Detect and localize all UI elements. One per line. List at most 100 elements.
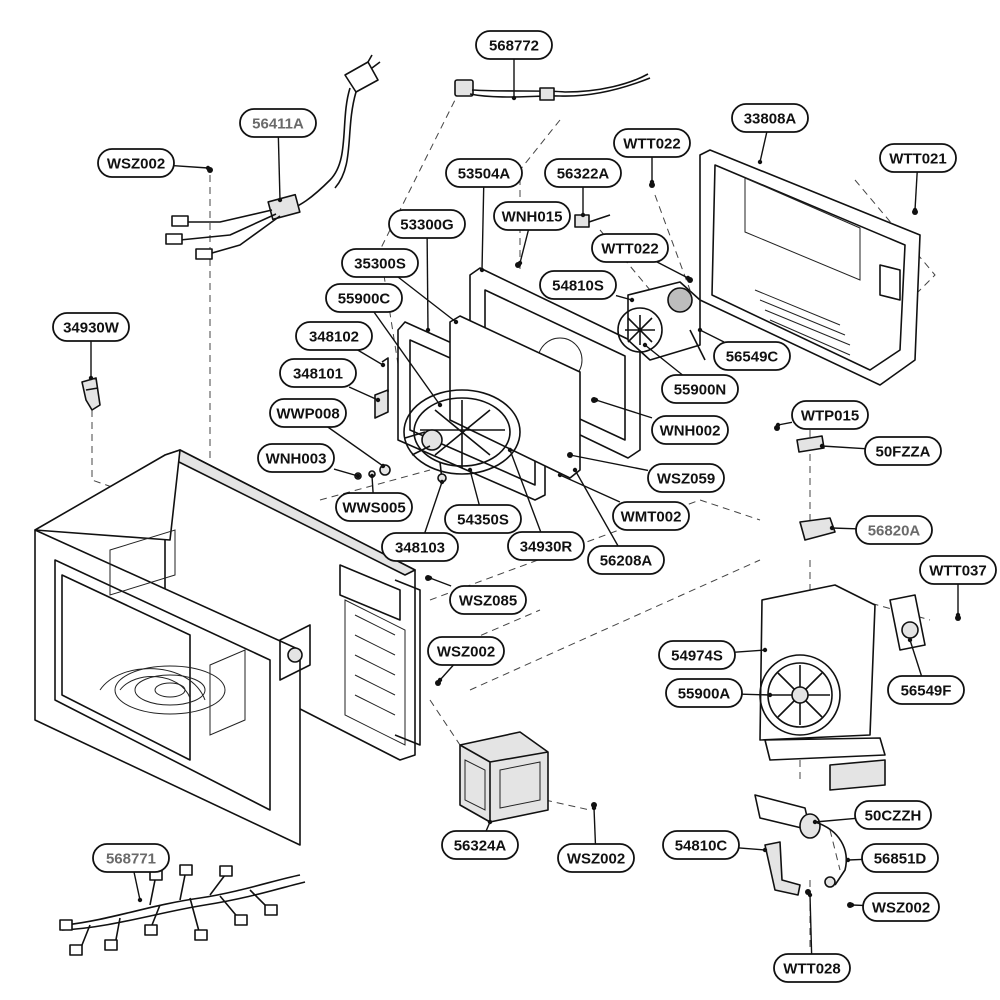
callout-56322a: 56322A <box>544 158 622 188</box>
part-number-label: WSZ002 <box>107 156 165 173</box>
leader-line-wwp008 <box>327 426 384 467</box>
leader-anchor-56820a <box>829 525 835 531</box>
callout-56324a: 56324A <box>441 830 519 860</box>
part-number-label: WTT037 <box>929 563 987 580</box>
leader-line-wsz059 <box>569 454 649 472</box>
callout-oval <box>887 675 965 705</box>
leader-anchor-wsz059 <box>567 452 573 458</box>
fuse-50FZZA <box>796 435 825 453</box>
latch-34930W <box>81 377 101 411</box>
leader-anchor-wsz002-low <box>591 805 597 811</box>
bracket-56820A <box>799 517 836 541</box>
leader-line-50fzza <box>821 445 866 450</box>
leader-line-55900n <box>644 344 683 376</box>
callout-53300g: 53300G <box>388 209 466 239</box>
leader-anchor-55900n <box>642 342 648 348</box>
callout-wtp015: WTP015 <box>791 400 869 430</box>
leader-anchor-wtp015 <box>775 422 781 428</box>
leader-anchor-wsz002-mid <box>437 677 443 683</box>
leader-anchor-50fzza <box>819 443 825 449</box>
fan-duct-54974S <box>759 584 886 791</box>
callout-56549f: 56549F <box>887 675 965 705</box>
callout-54350s: 54350S <box>444 504 522 534</box>
transformer-56324A <box>459 731 549 823</box>
leader-anchor-54974s <box>762 647 768 653</box>
leader-line-wsz002-top <box>173 164 209 169</box>
part-number-label: 34930R <box>520 539 573 556</box>
part-number-label: 56549F <box>901 683 952 700</box>
callout-oval <box>381 532 459 562</box>
part-number-label: 55900A <box>678 686 731 703</box>
callout-oval <box>52 312 130 342</box>
cavity-body <box>34 449 421 846</box>
callout-wnh002: WNH002 <box>651 415 729 445</box>
callout-oval <box>239 108 317 138</box>
callout-56411a: 56411A <box>239 108 317 138</box>
callout-oval <box>864 436 942 466</box>
part-number-label: WSZ059 <box>657 471 715 488</box>
part-number-label: 568772 <box>489 38 539 55</box>
part-number-label: 54974S <box>671 648 723 665</box>
callout-wsz085: WSZ085 <box>449 585 527 615</box>
part-number-label: 54810S <box>552 278 604 295</box>
power-cord-assembly <box>165 54 381 260</box>
callout-54810c: 54810C <box>662 830 740 860</box>
leader-line-35300s <box>397 276 457 323</box>
callout-54974s: 54974S <box>658 640 736 670</box>
leader-line-wnh003 <box>333 468 359 477</box>
leader-line-56820a <box>831 527 857 530</box>
leader-anchor-56322a <box>580 212 586 218</box>
leader-anchor-wtt028 <box>807 892 813 898</box>
leader-line-348101 <box>348 386 379 401</box>
leader-anchor-54350s <box>467 467 473 473</box>
leader-line-348103 <box>424 481 443 534</box>
leader-line-348102 <box>357 349 384 366</box>
leader-line-wsz002-low <box>593 807 597 845</box>
callout-oval <box>587 545 665 575</box>
callout-348102: 348102 <box>295 321 373 351</box>
callout-oval <box>854 800 932 830</box>
leader-line-56208a <box>574 469 619 547</box>
callout-34930w: 34930W <box>52 312 130 342</box>
part-number-label: WTT022 <box>623 136 681 153</box>
leader-line-54974s <box>734 649 766 653</box>
callout-oval <box>919 555 997 585</box>
callout-wws005: WWS005 <box>335 492 413 522</box>
callout-33808a: 33808A <box>731 103 809 133</box>
fan-motor-assembly <box>574 214 706 361</box>
leader-line-50czzh <box>814 817 856 823</box>
callout-oval <box>493 201 571 231</box>
callout-oval <box>665 678 743 708</box>
callout-54810s: 54810S <box>539 270 617 300</box>
callout-56208a: 56208A <box>587 545 665 575</box>
leader-anchor-wws005 <box>369 473 375 479</box>
callout-wnh015: WNH015 <box>493 201 571 231</box>
callout-568772: 568772 <box>475 30 553 60</box>
part-number-label: 34930W <box>63 320 120 337</box>
leader-line-54810c <box>738 847 766 851</box>
leader-line-56549c <box>699 329 725 343</box>
callout-oval <box>445 158 523 188</box>
callout-348101: 348101 <box>279 358 357 388</box>
callout-55900n: 55900N <box>661 374 739 404</box>
leader-line-wws005 <box>371 475 374 494</box>
leader-line-56851d <box>847 858 863 861</box>
callout-oval <box>279 358 357 388</box>
callout-wtt022-mid: WTT022 <box>591 233 669 263</box>
callout-53504a: 53504A <box>445 158 523 188</box>
callout-oval <box>257 443 335 473</box>
callout-wtt028: WTT028 <box>773 953 851 983</box>
part-number-label: 53504A <box>458 166 511 183</box>
part-number-label: 348103 <box>395 540 445 557</box>
callout-56549c: 56549C <box>713 341 791 371</box>
leader-anchor-wtt022-mid <box>685 275 691 281</box>
leader-line-56549f <box>909 639 923 677</box>
callout-oval <box>97 148 175 178</box>
part-number-label: 50CZZH <box>865 808 922 825</box>
part-number-label: 50FZZA <box>875 444 930 461</box>
callout-56851d: 56851D <box>861 843 939 873</box>
callout-35300s: 35300S <box>341 248 419 278</box>
callout-wwp008: WWP008 <box>269 398 347 428</box>
leader-anchor-568771 <box>137 897 143 903</box>
